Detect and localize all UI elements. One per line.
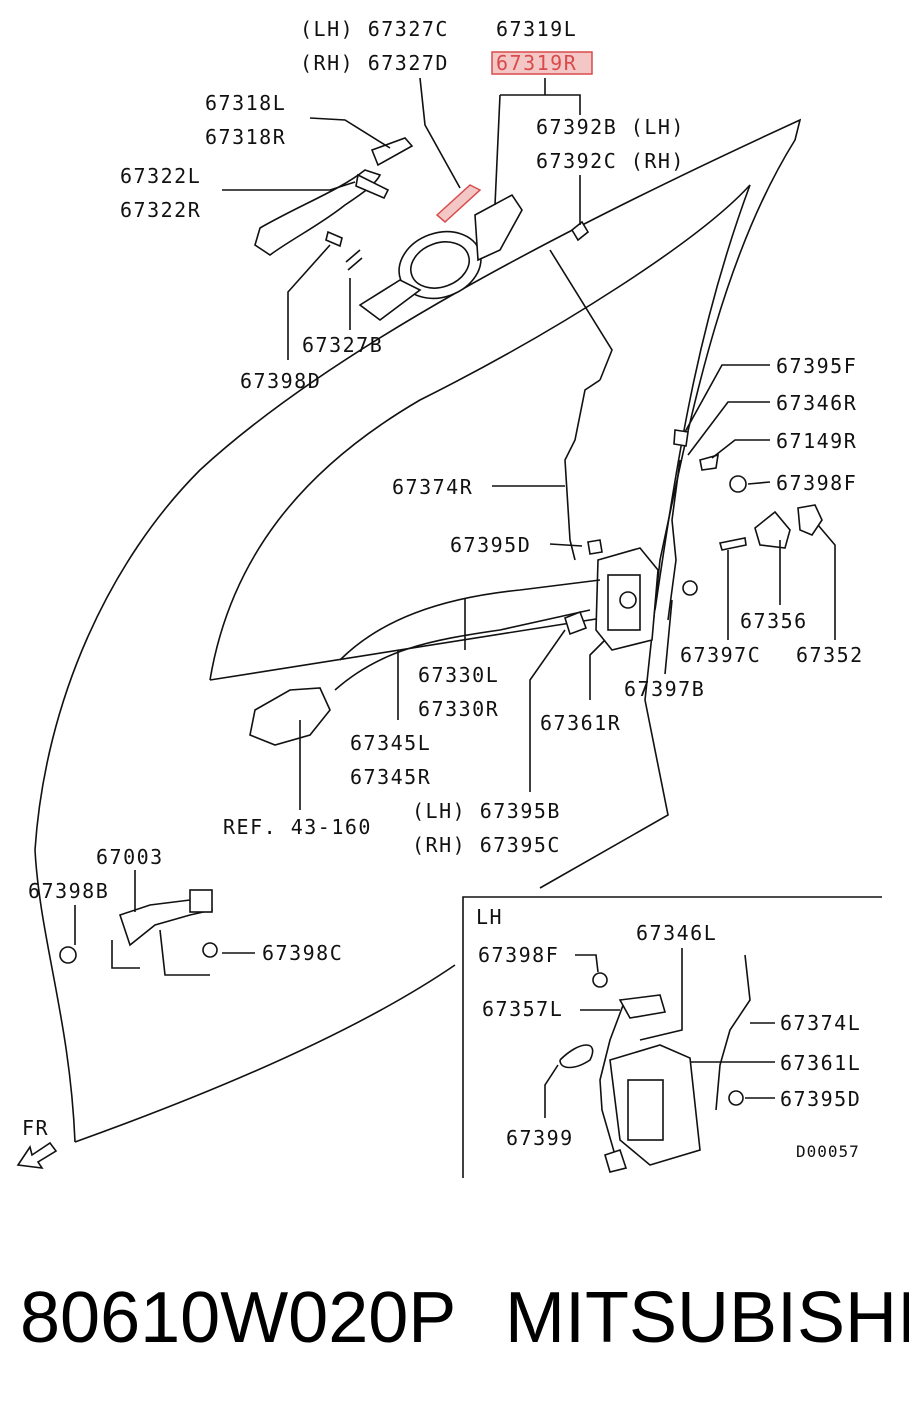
clip-67395f: [673, 429, 689, 447]
lh-inset: LH 67398F 67346L 67357L 67374L 67361L 67…: [462, 896, 882, 1178]
clip-67395d: [587, 539, 603, 555]
label-lh-67327c: (LH) 67327C: [300, 17, 449, 41]
label-67149r: 67149R: [776, 429, 857, 453]
label-67392c: 67392C (RH): [536, 149, 685, 173]
label-67003: 67003: [96, 845, 164, 869]
label-67318l: 67318L: [205, 91, 286, 115]
label-67398f: 67398F: [776, 471, 857, 495]
inset-connector: [604, 1148, 628, 1173]
bracket-67149r: [699, 453, 719, 471]
label-fr: FR: [22, 1116, 49, 1140]
footer-brand: MITSUBISHI: [505, 1278, 909, 1358]
label-67397c: 67397C: [680, 643, 761, 667]
label-67395f: 67395F: [776, 354, 857, 378]
label-67398d: 67398D: [240, 369, 321, 393]
inset-lock-actuator: [609, 1044, 701, 1166]
inset-label-67361l: 67361L: [780, 1051, 861, 1075]
inset-label-67374l: 67374L: [780, 1011, 861, 1035]
leader-lines: [74, 77, 836, 976]
handle-bezel: [358, 193, 523, 321]
footer-part-number: 80610W020P: [20, 1278, 456, 1358]
screw-67398d: [325, 230, 343, 248]
inset-screw-67398f: [592, 972, 608, 988]
label-67322l: 67322L: [120, 164, 201, 188]
screw-67397c: [718, 537, 747, 551]
inset-rod-67374l: [715, 954, 751, 1111]
callout-labels: (LH) 67327C 67319L (RH) 67327D 67319R 67…: [22, 17, 864, 1140]
inset-label-67357l: 67357L: [482, 997, 563, 1021]
inset-rod-67346l: [599, 999, 626, 1156]
outside-handle: [254, 137, 414, 256]
cable-67330: [339, 579, 601, 661]
screw-67398f: [729, 475, 747, 493]
label-ref-43-160: REF. 43-160: [223, 815, 372, 839]
highlight-67319r: [435, 184, 482, 224]
inset-label-67395d: 67395D: [780, 1087, 861, 1111]
inset-cable-67399: [559, 1044, 594, 1069]
label-67352: 67352: [796, 643, 864, 667]
label-67322r: 67322R: [120, 198, 201, 222]
inset-label-67398f: 67398F: [478, 943, 559, 967]
label-rh-67327d: (RH) 67327D: [300, 51, 449, 75]
label-67374r: 67374R: [392, 475, 473, 499]
clip-67392: [570, 220, 590, 242]
label-67318r: 67318R: [205, 125, 286, 149]
label-67398c: 67398C: [262, 941, 343, 965]
inset-label-67399: 67399: [506, 1126, 574, 1150]
screw-67397b: [682, 580, 698, 596]
label-67346r: 67346R: [776, 391, 857, 415]
label-67319l: 67319L: [496, 17, 577, 41]
inside-handle-ref: [249, 687, 331, 746]
door-outline: [34, 118, 802, 1143]
inset-bracket-67357l: [618, 994, 667, 1019]
label-67361r: 67361R: [540, 711, 621, 735]
inset-code: D00057: [796, 1142, 860, 1161]
spring-67327b: [345, 249, 363, 271]
rod-67346r: [667, 459, 681, 621]
shim-67352: [797, 504, 823, 536]
label-rh-67395c: (RH) 67395C: [412, 833, 561, 857]
label-67327b: 67327B: [302, 333, 383, 357]
label-67398b: 67398B: [28, 879, 109, 903]
label-67345r: 67345R: [350, 765, 431, 789]
door-lock-actuator: [595, 547, 659, 651]
front-arrow-icon: [16, 1141, 58, 1170]
label-lh-67395b: (LH) 67395B: [412, 799, 561, 823]
inset-title: LH: [476, 905, 503, 929]
label-67330r: 67330R: [418, 697, 499, 721]
inset-label-67346l: 67346L: [636, 921, 717, 945]
label-67330l: 67330L: [418, 663, 499, 687]
clip-67395b: [564, 610, 588, 636]
label-67319r: 67319R: [496, 51, 577, 75]
label-67395d: 67395D: [450, 533, 531, 557]
highlight-box-67319r: [491, 51, 593, 75]
label-67392b: 67392B (LH): [536, 115, 685, 139]
striker-67356: [754, 510, 791, 549]
label-67345l: 67345L: [350, 731, 431, 755]
cable-67345: [334, 609, 591, 691]
label-67397b: 67397B: [624, 677, 705, 701]
rod-67374r: [564, 379, 601, 561]
label-67356: 67356: [740, 609, 808, 633]
inset-clip-67395d: [728, 1090, 744, 1106]
door-check-67003: [59, 889, 218, 964]
